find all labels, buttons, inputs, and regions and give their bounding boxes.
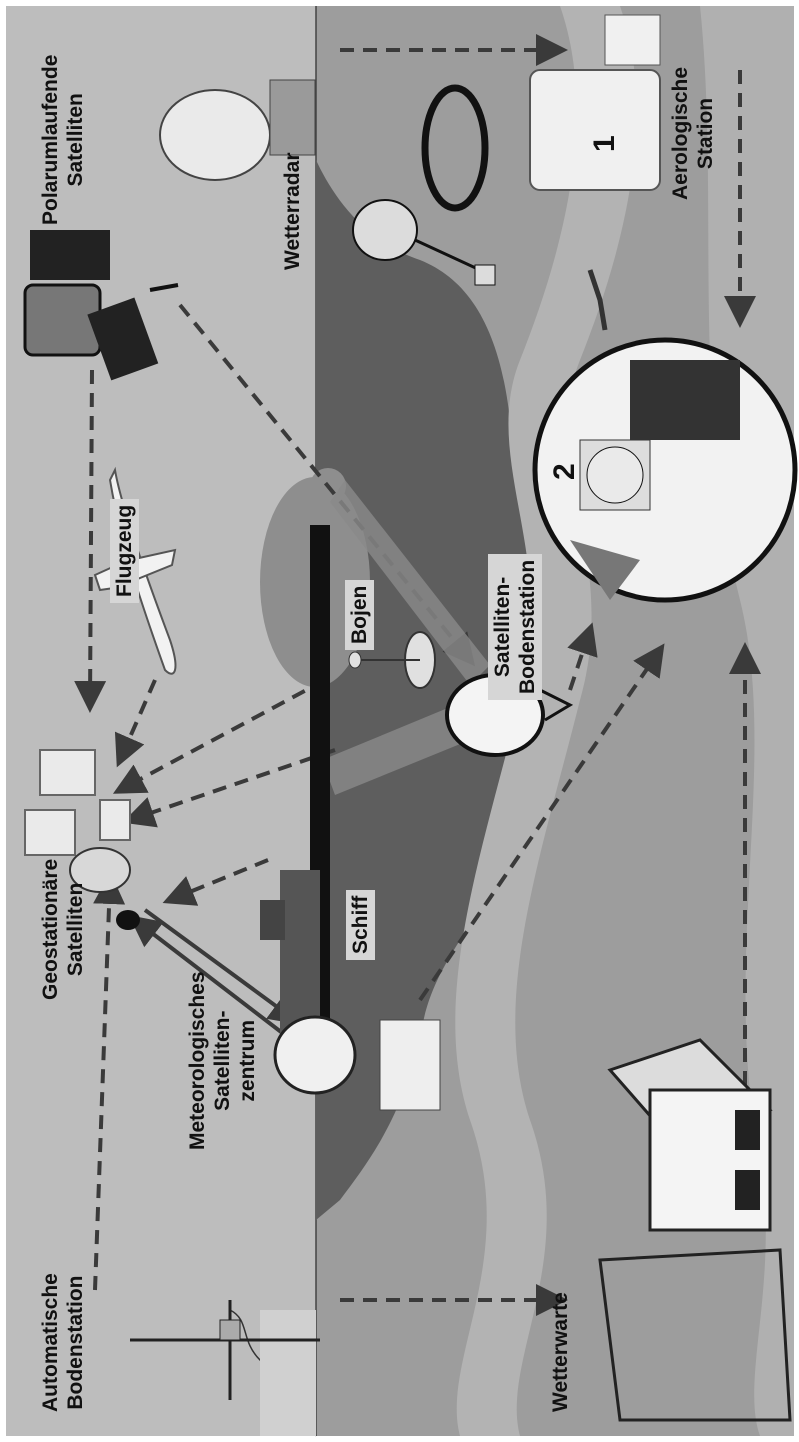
label-wetterwarte: Wetterwarte bbox=[549, 1292, 572, 1412]
arrow-met-to-circle bbox=[418, 643, 665, 1002]
weather-station-house-icon bbox=[598, 1038, 792, 1422]
label-automatische-bodenstation: Automatische Bodenstation bbox=[39, 1273, 87, 1412]
arrow-sgs-to-center bbox=[567, 622, 598, 691]
arrow-plane-to-geo bbox=[114, 679, 157, 768]
shore-strip bbox=[260, 1310, 316, 1436]
aerological-station-icon bbox=[352, 14, 661, 286]
label-meteorologisches-satellitenzentrum: Meteorologisches Satelliten- zentrum bbox=[186, 971, 259, 1150]
label-wetterradar: Wetterradar bbox=[281, 152, 304, 271]
label-satelliten-bodenstation: Satelliten- Bodenstation bbox=[488, 553, 542, 700]
label-aerologische-station: Aerologische Station bbox=[669, 66, 717, 200]
person-icon bbox=[587, 269, 608, 331]
label-geostationaere-satelliten: Geostationäre Satelliten bbox=[39, 858, 87, 1000]
polar-satellite-icon bbox=[23, 230, 179, 381]
label-bojen: Bojen bbox=[345, 579, 374, 650]
arrow-ship-to-geo bbox=[162, 858, 269, 906]
label-schiff: Schiff bbox=[346, 889, 375, 960]
weather-office-circle bbox=[532, 337, 798, 603]
arrow-polar-to-geo bbox=[74, 369, 107, 713]
marker-2: 2 bbox=[548, 463, 581, 480]
label-flugzeug: Flugzeug bbox=[110, 498, 139, 603]
sea-area bbox=[316, 160, 560, 1220]
arrow-met-to-geo bbox=[128, 915, 287, 1037]
buoy-icon bbox=[348, 631, 436, 689]
marker-1: 1 bbox=[588, 135, 621, 152]
beam bbox=[322, 705, 470, 795]
arrow-sgs-to-geo bbox=[122, 748, 336, 828]
arrow-bojen-to-geo bbox=[112, 678, 326, 794]
automatic-station-icon bbox=[130, 1300, 320, 1400]
beam bbox=[330, 480, 490, 685]
geostationary-satellite-icon bbox=[24, 749, 140, 930]
arrow-geo-to-met bbox=[143, 908, 302, 1025]
label-polarumlaufende-satelliten: Polarumlaufende Satelliten bbox=[39, 54, 87, 225]
meteorological-center-icon bbox=[273, 1015, 441, 1111]
weather-radar-icon bbox=[159, 79, 316, 181]
